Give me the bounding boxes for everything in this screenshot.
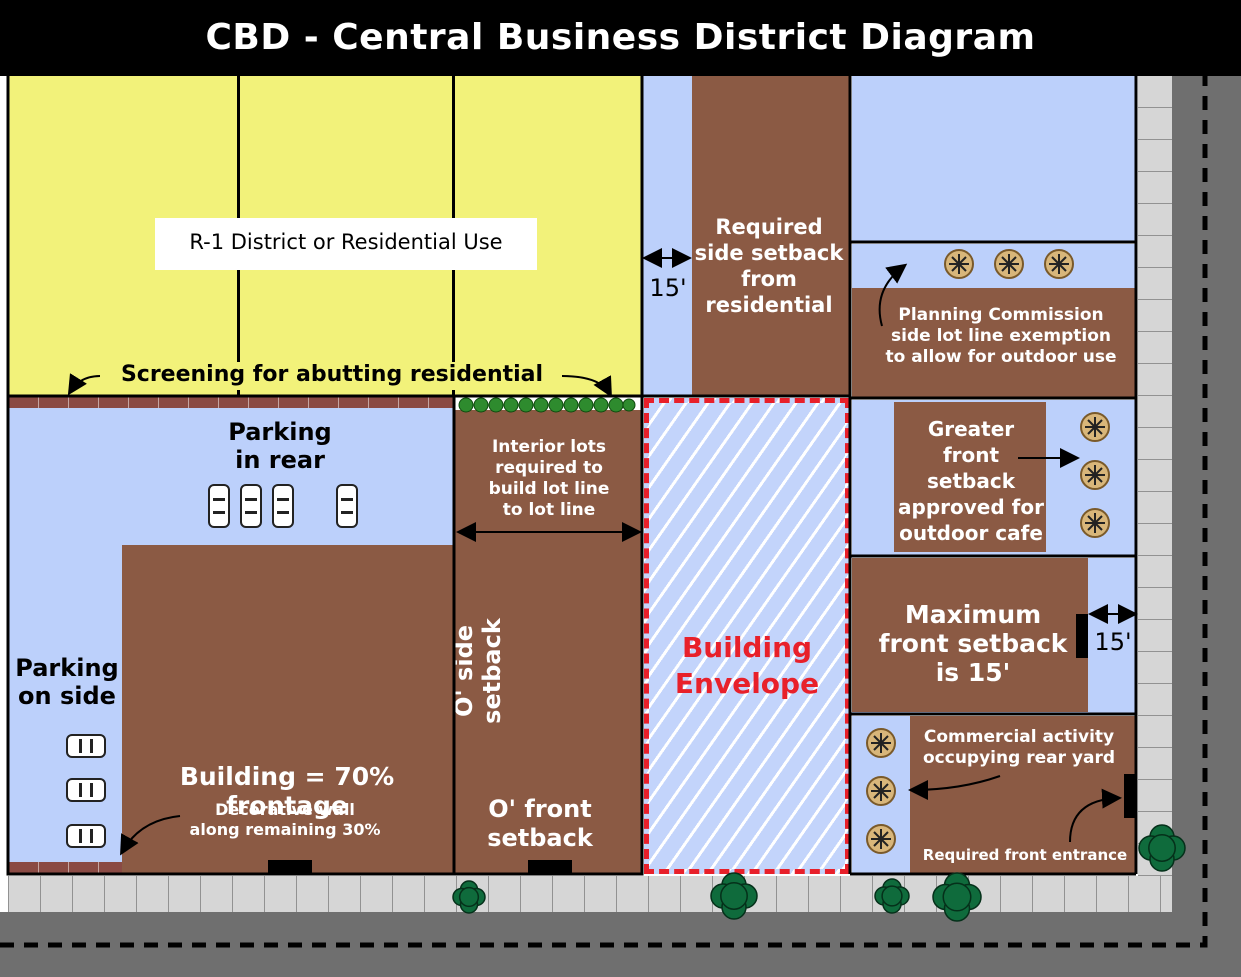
tree-icon [874, 878, 910, 918]
umbrella-icon [944, 249, 974, 279]
interior-door [528, 860, 572, 874]
hedge-icon [458, 397, 636, 413]
interior-lots-label: Interior lots required to build lot line… [488, 437, 610, 520]
required-entrance-label: Required front entrance [922, 846, 1128, 864]
parked-car [336, 484, 358, 528]
building-envelope-label: Building Envelope [674, 631, 820, 700]
max-setback-building [852, 558, 1088, 712]
parked-car [272, 484, 294, 528]
building-envelope [644, 398, 850, 874]
max-setback-door [1076, 614, 1088, 658]
tree-icon [452, 880, 486, 918]
r1-district-label: R-1 District or Residential Use [189, 230, 503, 254]
parked-car [240, 484, 262, 528]
umbrella-icon [1080, 412, 1110, 442]
umbrella-icon [866, 728, 896, 758]
umbrella-icon [1080, 460, 1110, 490]
umbrella-icon [1044, 249, 1074, 279]
parked-car [66, 778, 106, 802]
screening-wall [8, 396, 454, 408]
diagram-title: CBD - Central Business District Diagram [205, 17, 1036, 58]
r1-district-label-box [155, 218, 537, 270]
decorative-wall [8, 862, 122, 874]
building-door [268, 860, 312, 874]
front-entrance-door [1124, 774, 1136, 818]
parking-rear-label: Parking in rear [228, 418, 332, 474]
side-setback-dimension: 15' [649, 274, 687, 302]
cafe-lot-building [894, 402, 1046, 552]
tree-icon [710, 872, 758, 924]
corner-lot [852, 76, 1136, 242]
screening-label: Screening for abutting residential [120, 362, 544, 387]
tree-icon [932, 872, 982, 926]
umbrella-icon [866, 776, 896, 806]
parked-car [208, 484, 230, 528]
front-setback-zero-label: O' front setback [487, 795, 593, 852]
planning-lot-building [852, 288, 1136, 398]
side-setback-area [642, 76, 692, 396]
parked-car [66, 824, 106, 848]
front-setback-dimension: 15' [1094, 628, 1132, 656]
greater-front-setback-label: Greater front setback approved for outdo… [898, 417, 1044, 545]
commercial-lot-building [910, 716, 1136, 874]
required-side-setback-label: Required side setback from residential [694, 215, 844, 317]
sidewalk-right [1138, 76, 1172, 912]
umbrella-icon [1080, 508, 1110, 538]
interior-lot-building [454, 410, 642, 874]
parking-side-label: Parking on side [15, 654, 119, 710]
maximum-front-setback-label: Maximum front setback is 15' [878, 600, 1068, 687]
screening-label-bg [104, 362, 560, 390]
building-frontage-label: Building = 70% frontage [179, 762, 395, 820]
tree-icon [1138, 824, 1186, 876]
commercial-activity-label: Commercial activity occupying rear yard [923, 727, 1115, 768]
planning-commission-label: Planning Commission side lot line exempt… [885, 305, 1117, 367]
building-70-frontage [122, 545, 454, 874]
decorative-wall-label: Decorative wall along remaining 30% [189, 800, 381, 839]
side-setback-building [692, 76, 850, 396]
title-bar [0, 0, 1241, 76]
umbrella-icon [994, 249, 1024, 279]
parked-car [66, 734, 106, 758]
umbrella-icon [866, 824, 896, 854]
screening-hedge [456, 397, 636, 413]
